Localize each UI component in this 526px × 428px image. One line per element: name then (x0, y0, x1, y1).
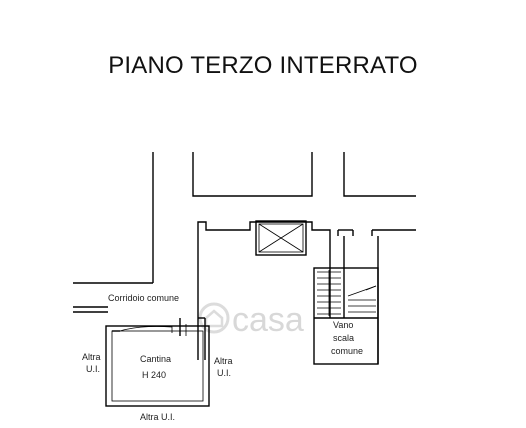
watermark: casa (198, 301, 304, 339)
other-unit-left-label: Altra (82, 352, 101, 362)
stair-label-2: scala (333, 333, 354, 343)
staircase-icon (313, 229, 416, 365)
central-walls (197, 221, 331, 360)
upper-right-walls (343, 152, 416, 197)
other-unit-bottom-label: Altra U.I. (140, 412, 175, 422)
upper-middle-walls (192, 152, 313, 197)
cellar-name-label: Cantina (140, 354, 171, 364)
other-unit-right-label-2: U.I. (217, 368, 231, 378)
lift-shaft-icon (255, 220, 307, 256)
upper-left-walls (73, 152, 154, 313)
stair-label-1: Vano (333, 320, 353, 330)
other-unit-right-label: Altra (214, 356, 233, 366)
cellar-height-label: H 240 (142, 370, 166, 380)
watermark-text: casa (232, 301, 304, 339)
cellar-room (105, 318, 210, 407)
plan-title: PIANO TERZO INTERRATO (108, 52, 418, 79)
other-unit-left-label-2: U.I. (86, 364, 100, 374)
stair-label-3: comune (331, 346, 363, 356)
corridor-label: Corridoio comune (108, 293, 179, 303)
